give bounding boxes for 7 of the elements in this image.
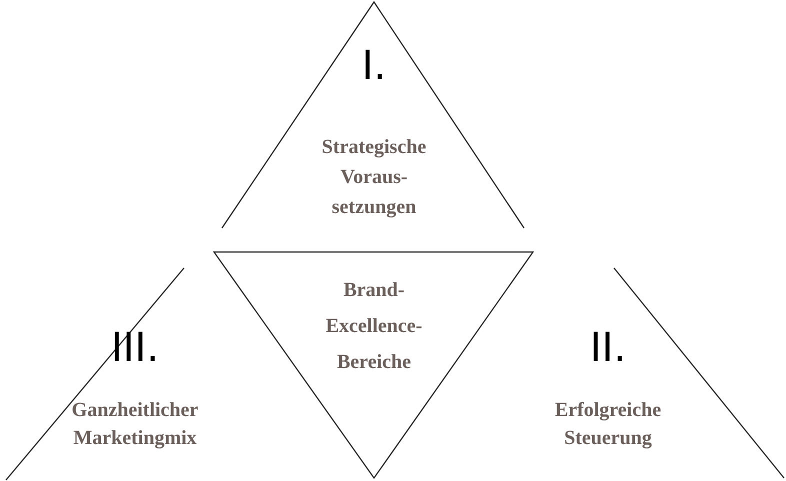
area-label: Ganzheitlicher Marketingmix bbox=[70, 398, 200, 451]
area-label: Strategische Voraus- setzungen bbox=[320, 135, 428, 220]
roman-numeral: III. bbox=[110, 326, 160, 370]
roman-numeral: II. bbox=[590, 326, 626, 370]
area-label: Erfolgreiche Steuerung bbox=[554, 398, 662, 451]
area-label: Brand- Excellence- Bereiche bbox=[324, 278, 424, 375]
roman-numeral: I. bbox=[362, 44, 386, 88]
